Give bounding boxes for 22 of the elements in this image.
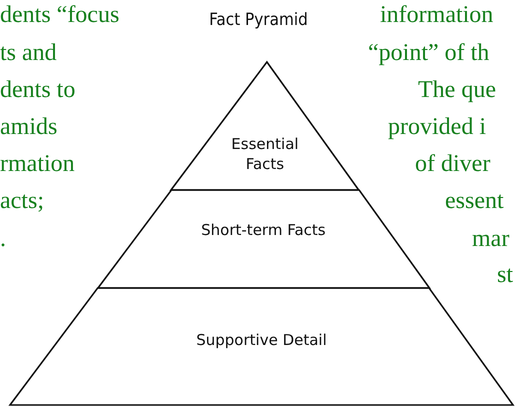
pyramid-band bbox=[10, 288, 513, 405]
page-text-fragment: mar bbox=[472, 226, 510, 252]
page-text-fragment: of diver bbox=[415, 151, 490, 177]
page-text-fragment: information bbox=[380, 2, 494, 28]
pyramid-apex-section bbox=[171, 62, 359, 190]
page-text-fragment: . bbox=[0, 226, 6, 252]
page-text-fragment: “point” of th bbox=[368, 40, 490, 66]
page-text-fragment: st bbox=[497, 262, 514, 288]
section-label: Short-term Facts bbox=[201, 221, 326, 239]
section-label: Essential Facts bbox=[231, 135, 299, 173]
pyramid-band bbox=[98, 190, 430, 288]
page-text-fragment: acts; bbox=[0, 188, 44, 214]
page-text-fragment: The que bbox=[418, 77, 496, 103]
section-label: Supportive Detail bbox=[196, 331, 327, 349]
page-text-fragment: essent bbox=[445, 188, 504, 214]
page-text-fragment: provided i bbox=[388, 114, 486, 140]
page-text-fragment: amids bbox=[0, 114, 58, 140]
page-text-fragment: ts and bbox=[0, 40, 57, 66]
page-text-fragment: dents to bbox=[0, 77, 76, 103]
pyramid-title: Fact Pyramid bbox=[209, 10, 308, 30]
page-text-fragment: dents “focus bbox=[0, 2, 120, 28]
page-text-fragment: rmation bbox=[0, 151, 75, 177]
